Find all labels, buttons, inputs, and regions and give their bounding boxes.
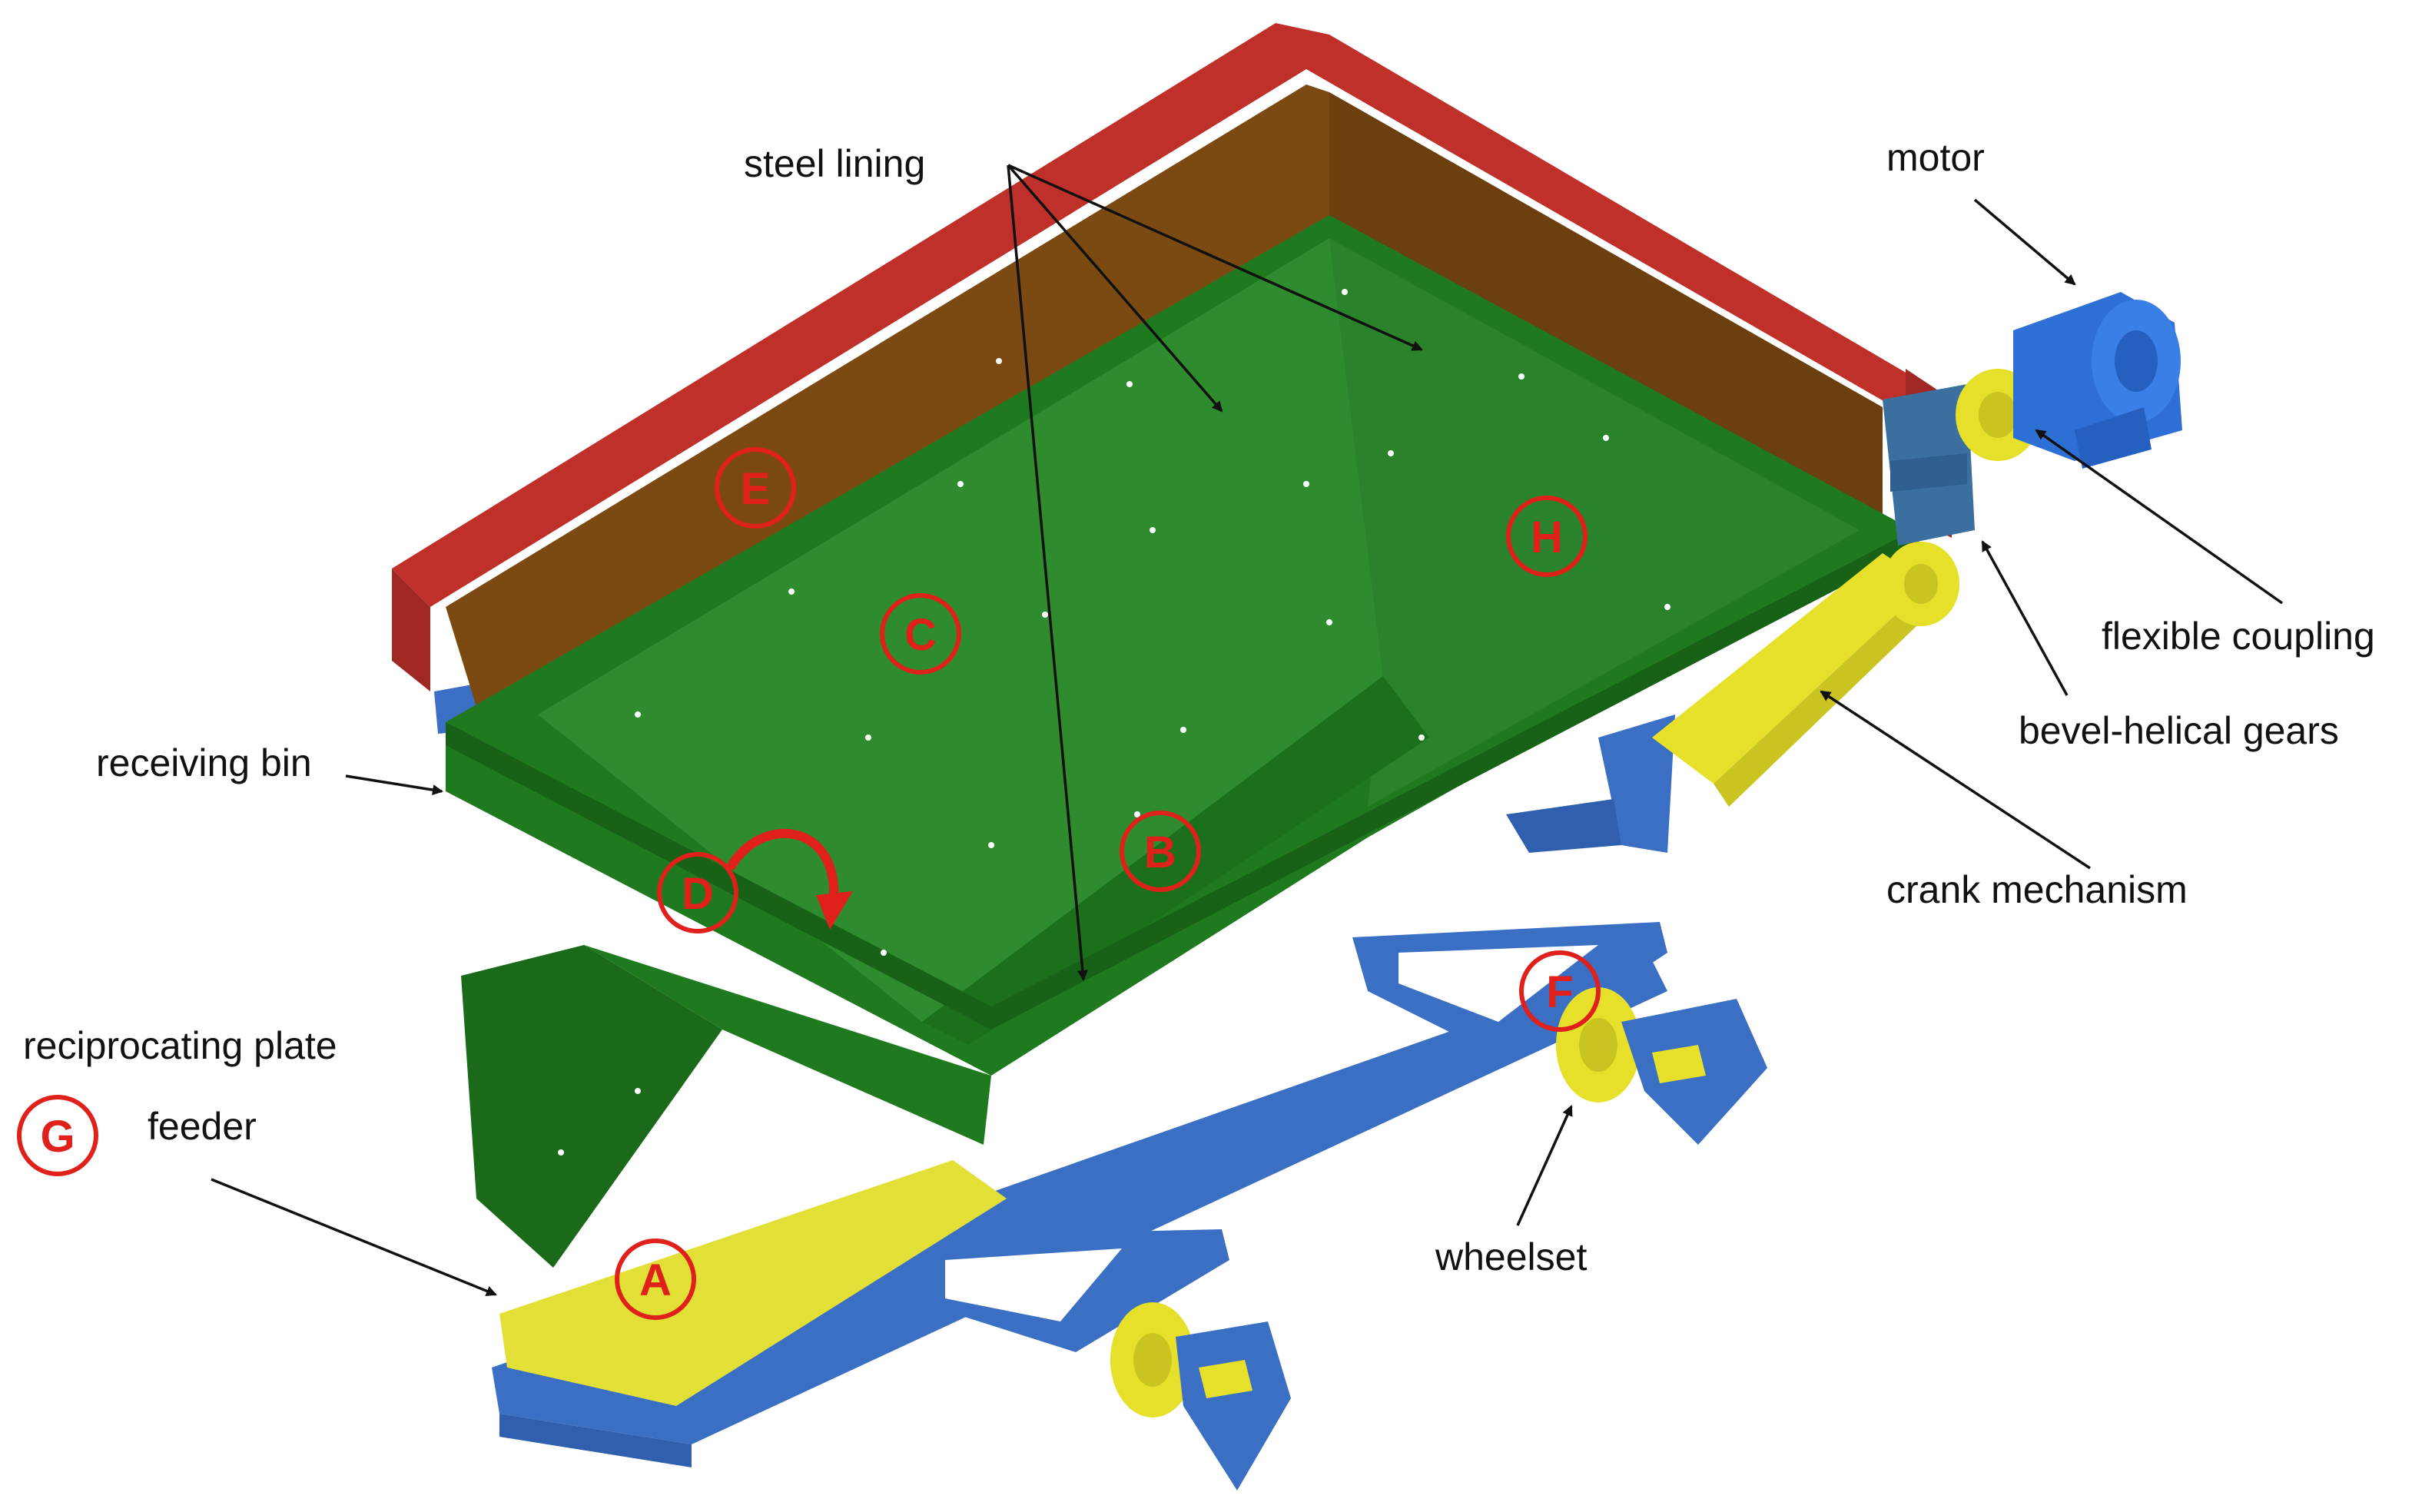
crank-mechanism xyxy=(1652,542,1959,807)
wheelset-rear xyxy=(1556,987,1767,1145)
svg-text:B: B xyxy=(1144,827,1176,877)
marker-f: F xyxy=(1519,950,1601,1032)
label-crank-mechanism: crank mechanism xyxy=(1886,868,2188,911)
motor xyxy=(2013,292,2182,469)
label-feeder: feeder xyxy=(148,1105,257,1148)
svg-text:H: H xyxy=(1531,512,1563,562)
svg-text:A: A xyxy=(639,1255,672,1305)
marker-a: A xyxy=(615,1238,696,1320)
label-wheelset: wheelset xyxy=(1435,1235,1587,1278)
marker-c: C xyxy=(880,593,961,675)
svg-text:C: C xyxy=(904,610,937,660)
receiving-bin xyxy=(446,215,1921,1268)
svg-text:E: E xyxy=(741,464,771,514)
marker-d: D xyxy=(657,852,738,933)
gearbox xyxy=(1883,384,1975,545)
label-flexible-coupling: flexible coupling xyxy=(2102,615,2375,658)
marker-e: E xyxy=(715,447,796,529)
marker-b: B xyxy=(1120,811,1201,892)
svg-text:G: G xyxy=(40,1112,75,1162)
svg-text:F: F xyxy=(1546,967,1573,1017)
label-bevel-helical-gears: bevel-helical gears xyxy=(2019,709,2339,752)
rotation-arrow xyxy=(725,828,853,930)
label-reciprocating-plate: reciprocating plate xyxy=(23,1024,337,1067)
label-motor: motor xyxy=(1886,136,1985,179)
marker-h: H xyxy=(1506,496,1588,577)
marker-g: G xyxy=(17,1095,98,1176)
pointer-lines xyxy=(211,164,2284,1296)
label-receiving-bin: receiving bin xyxy=(96,741,312,784)
label-steel-lining: steel lining xyxy=(744,142,925,185)
wheelset-front xyxy=(1110,1302,1291,1490)
svg-text:D: D xyxy=(682,869,714,919)
